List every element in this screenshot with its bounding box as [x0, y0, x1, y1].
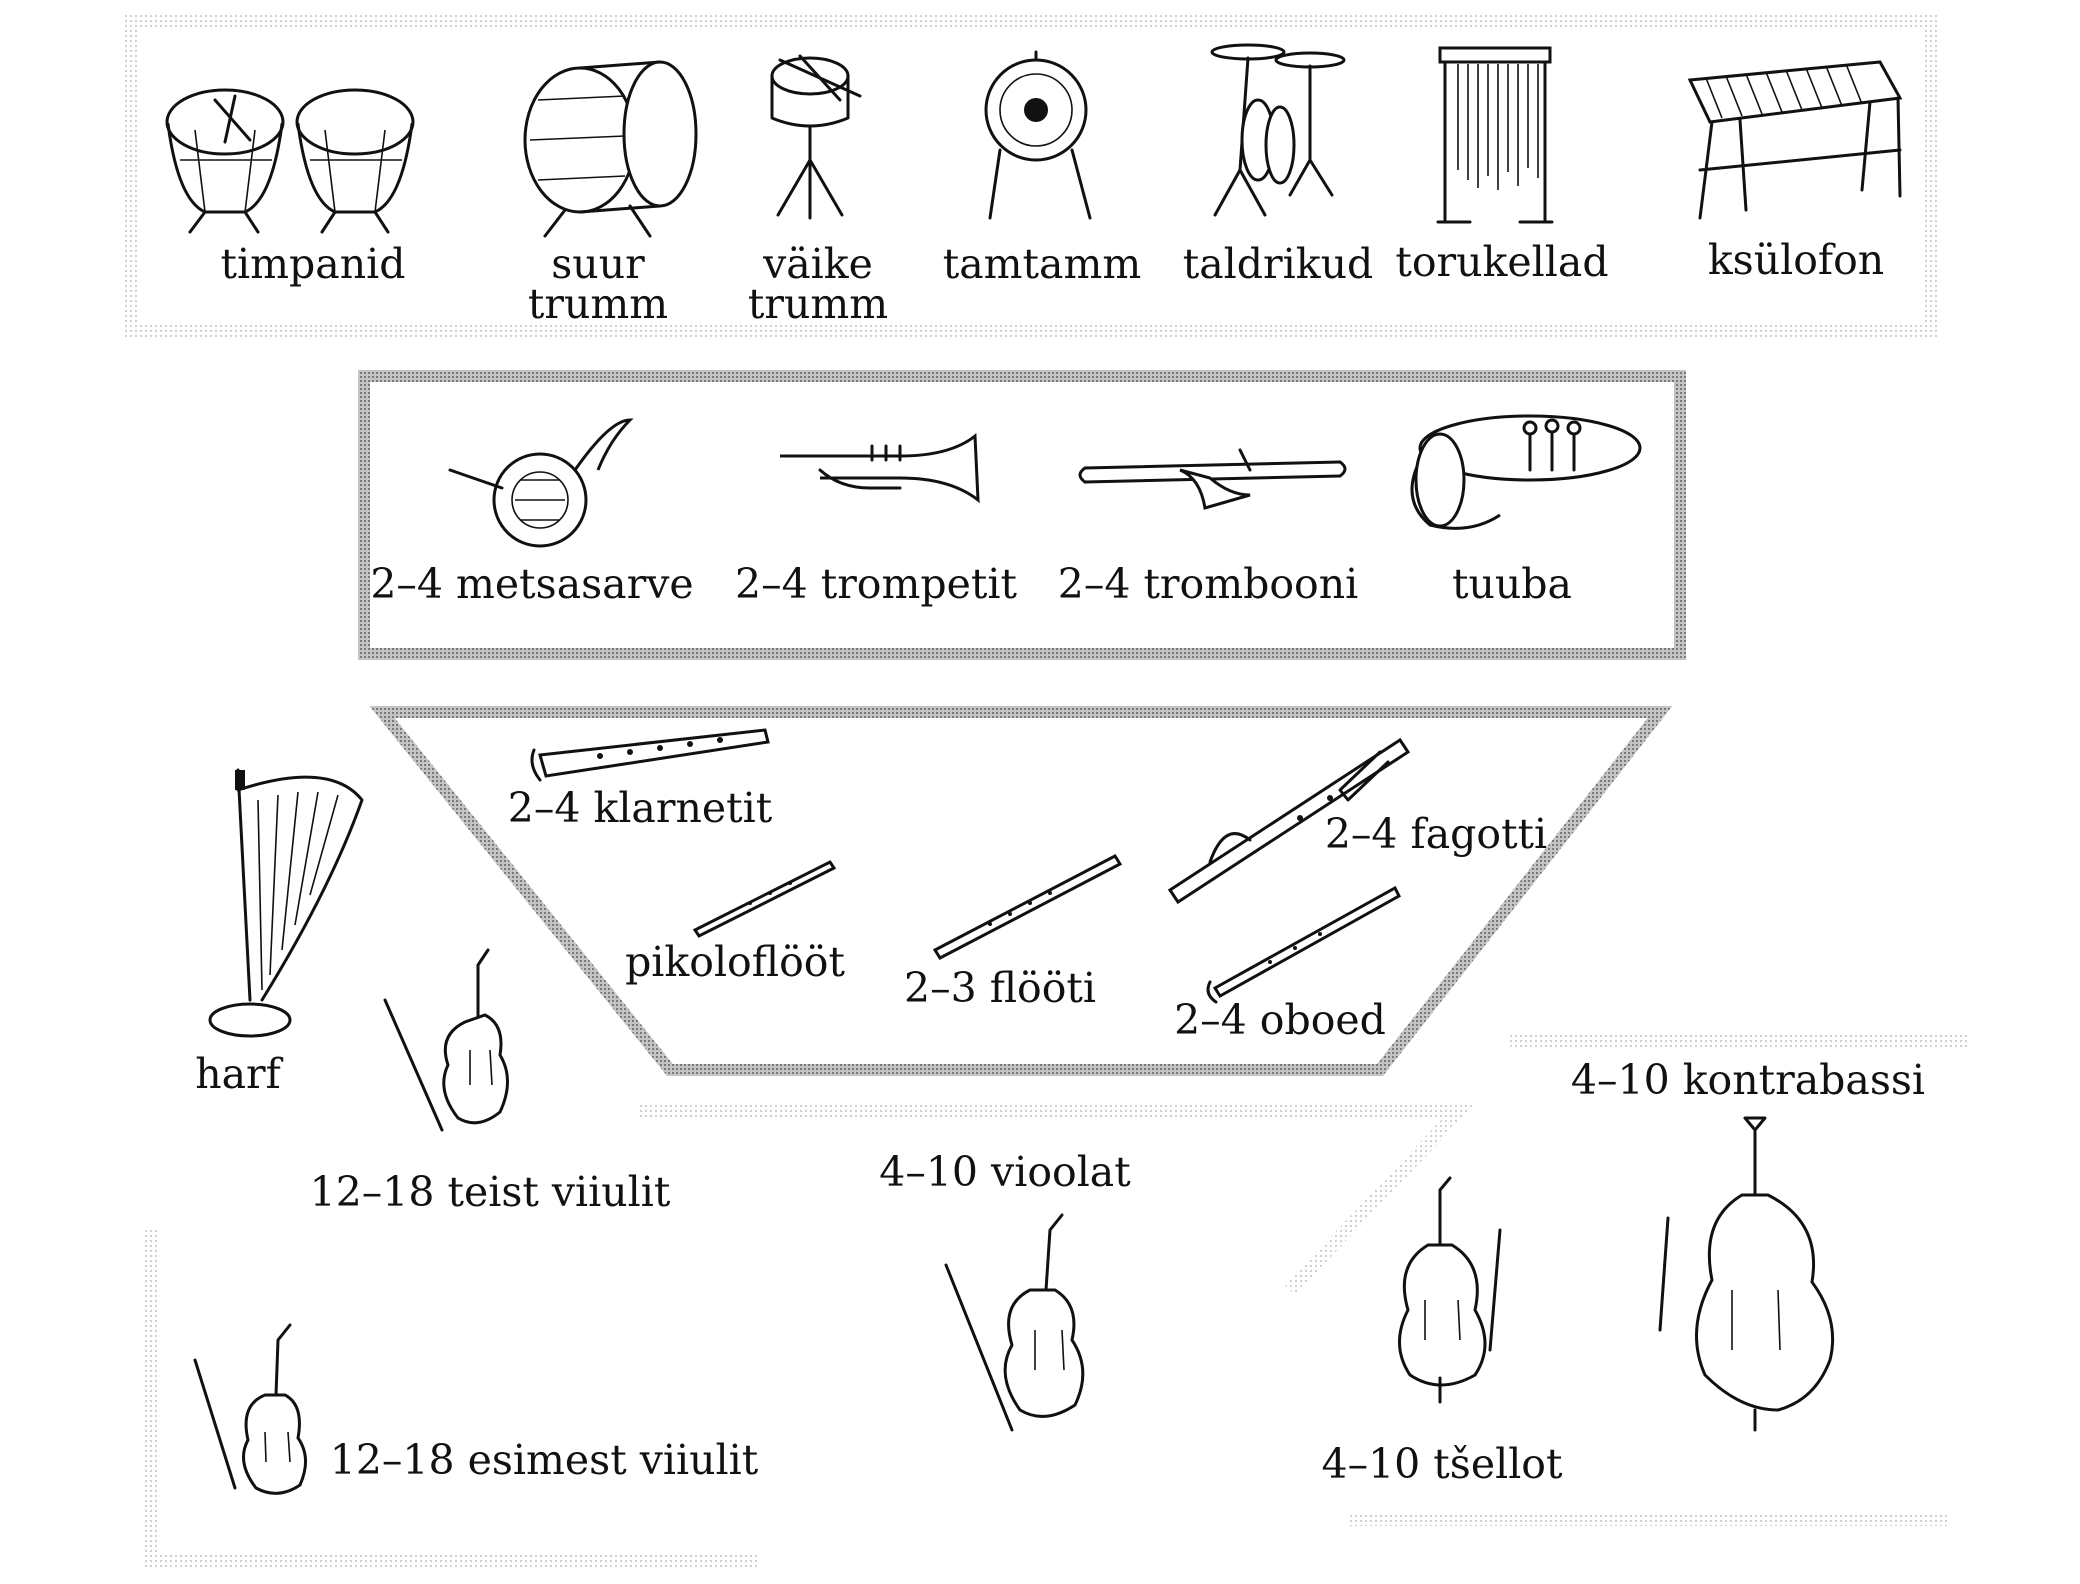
- cymbals-label: taldrikud: [1183, 240, 1374, 288]
- timpani-icon: [165, 88, 415, 234]
- cellos-label: 4–10 tšellot: [1322, 1440, 1563, 1488]
- first-violins-label: 12–18 esimest viiulit: [330, 1436, 759, 1484]
- piccolo-icon: [692, 860, 837, 938]
- trumpet-icon: [780, 432, 980, 504]
- xylophone-label: ksülofon: [1708, 236, 1884, 284]
- snare-drum-label-line2: trumm: [748, 280, 888, 328]
- flute-icon: [932, 854, 1123, 960]
- tamtam-icon: [984, 50, 1092, 220]
- double-basses-label: 4–10 kontrabassi: [1571, 1056, 1925, 1104]
- tuba-icon: [1410, 414, 1642, 530]
- bassoons-label: 2–4 fagotti: [1325, 810, 1547, 858]
- double-bass-icon: [1658, 1116, 1835, 1432]
- tuba-label: tuuba: [1452, 560, 1572, 608]
- timpani-label: timpanid: [221, 240, 406, 288]
- oboe-icon: [1206, 885, 1401, 1004]
- harp-label: harf: [195, 1050, 283, 1098]
- viola-zone-frame: [640, 1103, 1477, 1295]
- harp-icon: [208, 768, 364, 1038]
- percussion-section: [122, 14, 1938, 340]
- violas-label: 4–10 vioolat: [879, 1148, 1131, 1196]
- xylophone-icon: [1687, 60, 1903, 220]
- cymbals-icon: [1210, 43, 1346, 217]
- bass-drum-label-line2: trumm: [528, 280, 668, 328]
- trombones-label: 2–4 trombooni: [1058, 560, 1358, 608]
- horns-label: 2–4 metsasarve: [370, 560, 693, 608]
- tubular-bells-icon: [1436, 46, 1554, 224]
- clarinets-label: 2–4 klarnetit: [508, 784, 773, 832]
- french-horn-icon: [448, 418, 634, 548]
- string-section-frames: [143, 1033, 1970, 1567]
- clarinet-icon: [530, 728, 770, 782]
- bass-drum-label-line1: suur: [551, 240, 645, 288]
- bassoon-icon: [1167, 737, 1411, 905]
- flutes-label: 2–3 flööti: [904, 964, 1096, 1012]
- violin-zone-frame: [143, 1230, 760, 1567]
- piccolo-label: pikoloflööt: [625, 938, 845, 986]
- violin-icon: [383, 948, 509, 1132]
- snare-drum-icon: [770, 54, 862, 220]
- woodwind-frame: [369, 706, 1673, 1076]
- snare-drum-label-line1: väike: [762, 240, 873, 288]
- trumpets-label: 2–4 trompetit: [735, 560, 1017, 608]
- brass-section: [358, 370, 1686, 660]
- bass-drum-icon: [523, 60, 698, 238]
- percussion-frame: [122, 14, 1938, 340]
- tamtam-label: tamtamm: [943, 240, 1141, 288]
- viola-icon: [944, 1213, 1085, 1432]
- woodwind-section: [369, 706, 1673, 1076]
- brass-frame: [358, 370, 1686, 660]
- tubular-bells-label: torukellad: [1395, 238, 1608, 286]
- second-violins-label: 12–18 teist viiulit: [310, 1168, 671, 1216]
- oboes-label: 2–4 oboed: [1174, 996, 1386, 1044]
- cello-icon: [1398, 1176, 1502, 1404]
- first-violins-icon: [193, 1323, 307, 1495]
- trombone-icon: [1078, 448, 1347, 510]
